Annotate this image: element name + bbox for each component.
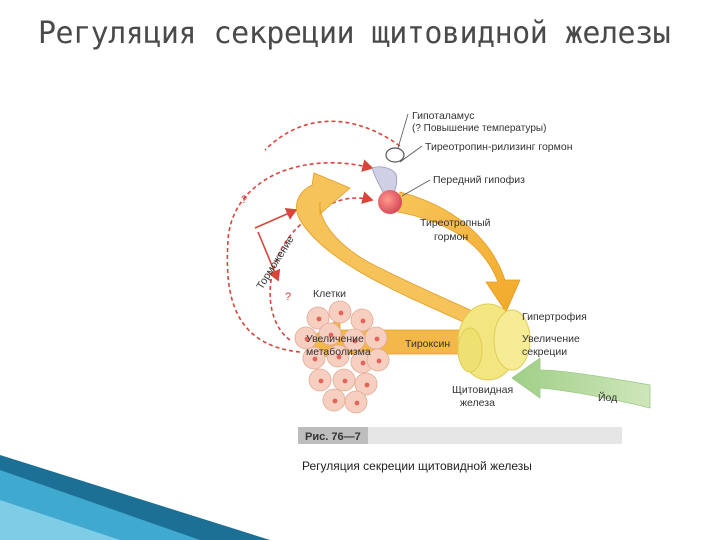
secretion-label-line2: секреции (522, 346, 567, 358)
iodine-arrow (512, 358, 650, 408)
thyroid-to-hypothalamus-loop (265, 121, 400, 150)
pituitary-label: Передний гипофиз (433, 174, 525, 186)
hypothalamus-icon (386, 148, 404, 162)
tsh-label-line2: гормон (434, 231, 468, 243)
hypothalamus-pituitary (372, 148, 404, 214)
cell-nucleus (377, 359, 382, 364)
inhibition-label: Торможение (254, 234, 296, 292)
question-mark-1: ? (241, 194, 247, 206)
cell-nucleus (317, 317, 322, 322)
cell-nucleus (343, 379, 348, 384)
figure-caption-block: Рис. 76—7 Регуляция секреции щитовидной … (298, 427, 622, 473)
cell-nucleus (361, 319, 366, 324)
metabolism-label-line1: Увеличение (306, 333, 364, 345)
trh-label: Тиреотропин-рилизинг гормон (425, 141, 573, 153)
cell-nucleus (365, 383, 370, 388)
pituitary-stalk-icon (372, 167, 397, 194)
thyroxine-label: Тироксин (405, 338, 450, 350)
cell-nucleus (339, 311, 344, 316)
cell-nucleus (333, 399, 338, 404)
cell-nucleus (375, 337, 380, 342)
hypertrophy-label: Гипертрофия (522, 311, 587, 323)
figure-tag: Рис. 76—7 (305, 431, 361, 443)
cell-nucleus (355, 401, 360, 406)
hypothalamus-label: Гипоталамус (412, 110, 474, 122)
secretion-label-line1: Увеличение (522, 333, 580, 345)
thyroid-label-line2: железа (460, 397, 495, 409)
cell-nucleus (361, 361, 366, 366)
cells-label: Клетки (313, 288, 346, 300)
corner-decoration (0, 455, 270, 540)
metabolism-label-line2: метаболизма (306, 346, 371, 358)
tsh-label-line1: Тиреотропный (420, 217, 491, 229)
cell-nucleus (319, 379, 324, 384)
pituitary-gland-icon (378, 190, 402, 214)
thyroid-gland (458, 304, 530, 380)
figure-caption: Регуляция секреции щитовидной железы (302, 459, 532, 473)
figure-tag-bar (368, 427, 622, 444)
temperature-note: (? Повышение температуры) (412, 123, 546, 134)
iodine-label: Йод (598, 391, 617, 404)
question-mark-2: ? (285, 291, 291, 303)
thyroid-label-line1: Щитовидная (452, 384, 513, 396)
